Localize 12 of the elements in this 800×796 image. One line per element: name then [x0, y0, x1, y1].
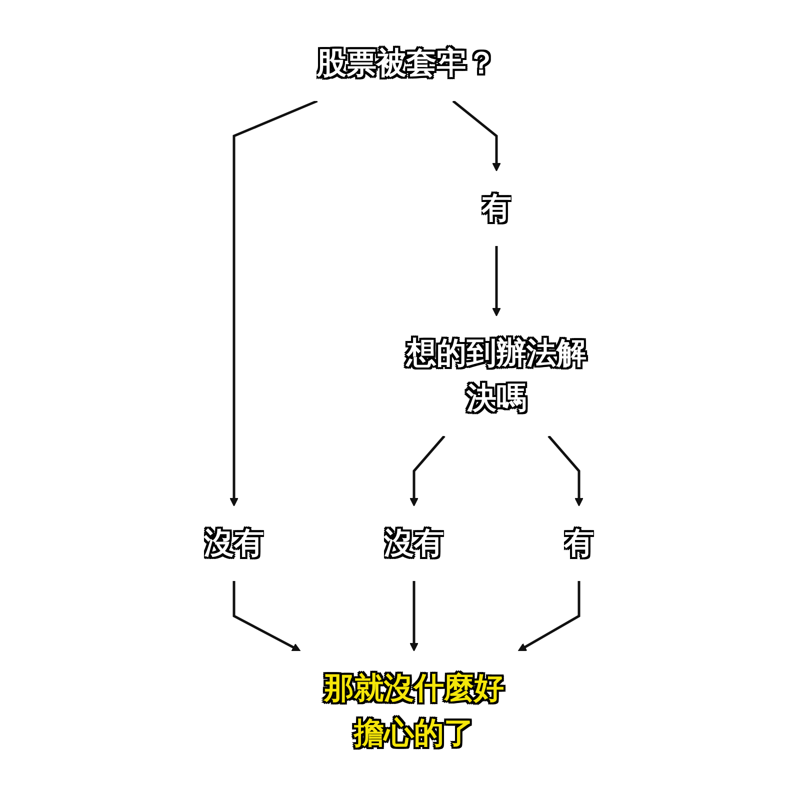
arrow	[229, 99, 318, 506]
arrow	[232, 580, 300, 651]
node-text: 想的到辦法解決嗎	[406, 336, 586, 416]
node-text: 沒有	[384, 526, 444, 560]
node-text: 那就沒什麼好擔心的了	[324, 670, 504, 750]
arrow	[409, 580, 418, 651]
arrow	[518, 580, 580, 651]
node-text: 沒有	[204, 526, 264, 560]
arrow	[547, 434, 584, 506]
arrow	[409, 434, 446, 506]
arrow	[492, 246, 501, 316]
arrow	[452, 100, 501, 171]
